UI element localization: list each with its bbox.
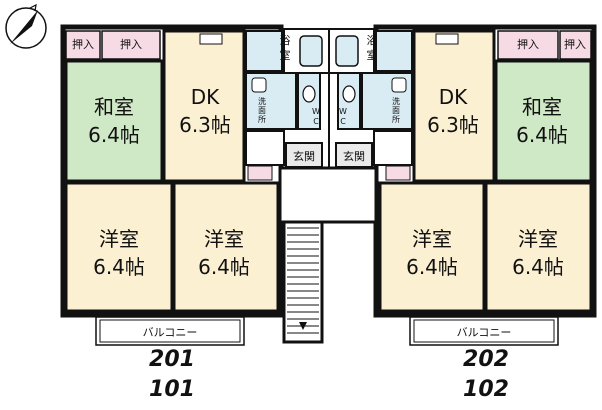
- room-washitsu: [494, 59, 593, 183]
- sink-icon: [391, 77, 407, 93]
- sink-icon: [251, 77, 267, 93]
- oshiire-1: [65, 30, 101, 60]
- oshiire-1: [559, 30, 592, 60]
- entrance-label: 玄関: [343, 149, 365, 163]
- yoshitsu-size: 6.4帖: [198, 255, 250, 279]
- bath-label: 浴: [367, 34, 378, 47]
- yoshitsu-size: 6.4帖: [93, 255, 145, 279]
- yoshitsu-name: 洋室: [518, 227, 558, 251]
- unit-number-lower: 101: [149, 377, 195, 402]
- bath-label: 室: [280, 48, 291, 62]
- bath-label: 浴: [280, 34, 291, 47]
- toilet-icon: [302, 85, 316, 103]
- washitsu-name: 和室: [94, 95, 134, 119]
- unit-202: [335, 24, 597, 346]
- unit-number-upper: 201: [149, 347, 195, 372]
- wc-label: W: [312, 107, 320, 116]
- yoshitsu-size: 6.4帖: [512, 255, 564, 279]
- yoshitsu-name: 洋室: [204, 227, 244, 251]
- dk-size: 6.3帖: [427, 113, 479, 137]
- oshiire-2: [497, 30, 559, 60]
- room-yoshitsu-b: [172, 181, 280, 313]
- room-bath: [245, 30, 283, 72]
- room-dk: [162, 29, 246, 183]
- room-yoshitsu-b: [484, 181, 593, 313]
- washitsu-size: 6.4帖: [88, 123, 140, 147]
- wc-label: W: [339, 107, 347, 116]
- dk-size: 6.3帖: [179, 113, 231, 137]
- oshiire-2: [101, 30, 161, 60]
- room-yoshitsu-a: [378, 181, 486, 313]
- oshiire-label: 押入: [72, 37, 94, 51]
- room-washitsu: [64, 59, 164, 183]
- wash-label: 洗: [392, 96, 400, 106]
- entrance-label: 玄関: [293, 149, 315, 163]
- unit-201: [60, 24, 323, 346]
- unit-number-upper: 202: [463, 347, 509, 372]
- toilet-icon: [342, 85, 356, 103]
- wash-label: 面: [258, 106, 266, 115]
- dk-name: DK: [439, 85, 468, 109]
- oshiire-label: 押入: [120, 37, 142, 51]
- shared-core: [251, 28, 407, 344]
- bathtub-icon: [335, 35, 359, 67]
- wash-label: 洗: [258, 96, 266, 106]
- room-yoshitsu-a: [64, 181, 174, 313]
- stair-arrow-icon: [299, 322, 307, 330]
- bath-label: 室: [367, 48, 378, 62]
- yoshitsu-name: 洋室: [412, 227, 452, 251]
- washitsu-size: 6.4帖: [516, 123, 568, 147]
- room-bath: [375, 30, 413, 72]
- yoshitsu-name: 洋室: [99, 227, 139, 251]
- room-dk: [412, 29, 496, 183]
- wc-label: C: [313, 117, 319, 126]
- balcony: [409, 316, 559, 346]
- oshiire-label: 押入: [564, 37, 586, 51]
- wash-label: 所: [392, 114, 400, 124]
- balcony-label: バルコニー: [457, 326, 512, 339]
- room-entrance: [335, 142, 373, 168]
- yoshitsu-size: 6.4帖: [406, 255, 458, 279]
- unit-number-lower: 102: [463, 377, 509, 402]
- wash-label: 所: [258, 114, 266, 124]
- bathtub-icon: [299, 35, 323, 67]
- wc-label: C: [340, 117, 346, 126]
- balcony-label: バルコニー: [143, 326, 198, 339]
- room-wash: [361, 72, 413, 130]
- compass-icon: [5, 3, 47, 49]
- wash-label: 面: [392, 106, 400, 115]
- stair-steps: [287, 227, 319, 334]
- washitsu-name: 和室: [522, 95, 562, 119]
- balcony: [95, 316, 245, 346]
- oshiire-label: 押入: [517, 37, 539, 51]
- dk-name: DK: [191, 85, 220, 109]
